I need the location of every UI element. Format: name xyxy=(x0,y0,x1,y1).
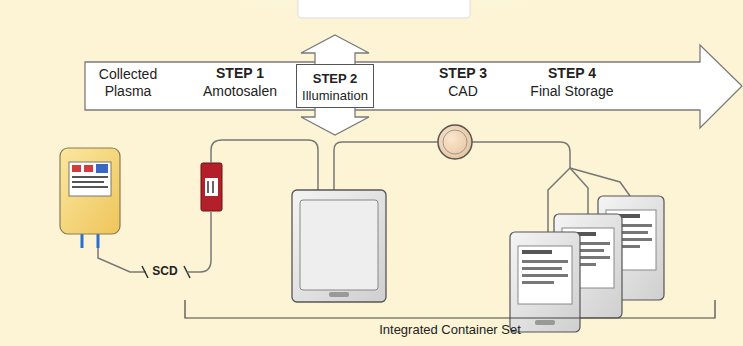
set-bracket xyxy=(185,300,715,318)
step-name: Final Storage xyxy=(530,83,613,100)
process-box: STEP 2Illumination xyxy=(296,64,374,108)
storage-bags xyxy=(510,196,664,332)
box-content: STEP 2Illumination xyxy=(297,65,373,104)
process-arrow: Collected Plasma STEP 1Amotosalen STEP 3CA… xyxy=(85,45,742,128)
scd-label: SCD xyxy=(152,264,177,279)
amotosalen-cartridge xyxy=(201,163,222,211)
arrow-outline xyxy=(85,45,742,128)
illumination-bag xyxy=(292,190,386,302)
process-arrow-shape xyxy=(85,45,742,128)
bracket-label: Integrated Container Set xyxy=(379,322,521,338)
stage-label: Collected Plasma xyxy=(89,66,167,100)
step-name: Illumination xyxy=(297,87,373,104)
step-heading: STEP 4 xyxy=(548,65,596,82)
step-name: Amotosalen xyxy=(203,83,277,100)
illumination-device xyxy=(298,0,470,18)
device-glow xyxy=(185,0,585,60)
step-heading: STEP 2 xyxy=(297,70,373,87)
plasma-bag xyxy=(60,148,120,248)
step-name: CAD xyxy=(448,83,478,100)
cad-device xyxy=(438,125,472,159)
step-heading: STEP 1 xyxy=(216,65,264,82)
step-heading: STEP 3 xyxy=(439,65,487,82)
